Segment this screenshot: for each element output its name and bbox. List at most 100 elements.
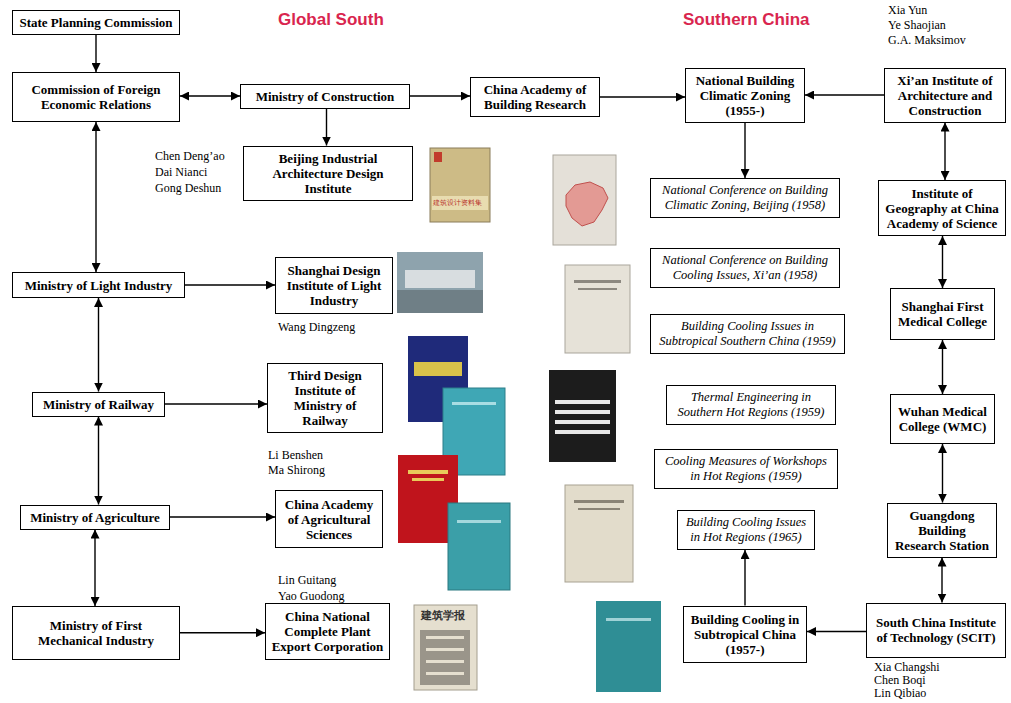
person-name: Lin Guitang bbox=[278, 574, 336, 587]
cover-stripe bbox=[555, 420, 610, 424]
text-line bbox=[408, 470, 448, 474]
box-text: China National Complete Plant Export Cor… bbox=[270, 609, 385, 654]
facade-line bbox=[426, 672, 464, 675]
event-box: Cooling Measures of Workshops in Hot Reg… bbox=[654, 449, 838, 489]
event-box: National Conference on Building Climatic… bbox=[650, 178, 840, 218]
box-text: National Conference on Building Cooling … bbox=[655, 253, 835, 283]
box-text: Ministry of Construction bbox=[256, 89, 395, 104]
china-map bbox=[566, 182, 608, 226]
box-text: Institute of Geography at China Academy … bbox=[883, 186, 1001, 231]
person-name: Chen Deng’ao bbox=[155, 150, 225, 163]
connector-arrow bbox=[170, 516, 275, 517]
institution-box: South China Institute of Technology (SCI… bbox=[866, 603, 1006, 658]
institution-box: China National Complete Plant Export Cor… bbox=[265, 603, 390, 660]
box-text: Ministry of Railway bbox=[43, 397, 154, 412]
connector-arrow bbox=[944, 123, 945, 181]
institution-box: Shanghai Design Institute of Light Indus… bbox=[275, 257, 393, 314]
person-name: Xia Yun bbox=[888, 4, 927, 17]
person-name: Ma Shirong bbox=[268, 464, 325, 477]
event-box: Thermal Engineering in Southern Hot Regi… bbox=[666, 385, 836, 425]
cover-stripe bbox=[555, 410, 610, 414]
person-name: G.A. Maksimov bbox=[888, 34, 966, 47]
connector-arrow bbox=[180, 632, 265, 633]
cover-d bbox=[565, 265, 630, 353]
box-text: National Building Climatic Zoning (1955-… bbox=[690, 73, 800, 118]
person-name: Yao Guodong bbox=[278, 590, 344, 603]
text-line bbox=[578, 288, 617, 290]
institution-box: Commission of Foreign Economic Relations bbox=[12, 72, 180, 122]
box-text: Wuhan Medical College (WMC) bbox=[895, 404, 990, 434]
connector-arrow bbox=[98, 298, 99, 392]
institution-box: Third Design Institute of Ministry of Ra… bbox=[267, 363, 383, 433]
box-text: Third Design Institute of Ministry of Ra… bbox=[272, 368, 378, 428]
box-text: China Academy of Agricultural Sciences bbox=[280, 497, 378, 542]
box-text: National Conference on Building Climatic… bbox=[655, 183, 835, 213]
box-text: Building Cooling Issues in Hot Regions (… bbox=[682, 515, 810, 545]
connector-arrow bbox=[600, 96, 685, 97]
text-line bbox=[578, 508, 620, 510]
connector-arrow bbox=[941, 558, 942, 603]
person-name: Chen Boqi bbox=[874, 674, 926, 687]
person-name: Ye Shaojian bbox=[888, 19, 946, 32]
connector-arrow bbox=[744, 123, 745, 179]
cover-stripe bbox=[555, 430, 610, 434]
institution-box: Beijing Industrial Architecture Design I… bbox=[243, 146, 413, 201]
connector-arrow bbox=[942, 444, 943, 503]
institution-box: Ministry of Light Industry bbox=[12, 272, 185, 298]
person-name: Xia Changshi bbox=[874, 661, 940, 674]
institution-box: Ministry of Agriculture bbox=[20, 505, 170, 530]
building-photo bbox=[420, 630, 470, 685]
connector-arrow bbox=[95, 35, 96, 73]
institution-box: China Academy of Building Research bbox=[470, 77, 600, 117]
person-name: Gong Deshun bbox=[155, 182, 221, 195]
cover-a bbox=[430, 148, 490, 222]
institution-box: Institute of Geography at China Academy … bbox=[878, 180, 1006, 236]
cover-c bbox=[397, 252, 483, 313]
connector-arrow bbox=[326, 109, 327, 146]
cover-i bbox=[448, 503, 510, 590]
cover-mark bbox=[434, 152, 442, 162]
person-name: Wang Dingzeng bbox=[278, 321, 355, 334]
cover-band bbox=[414, 362, 462, 376]
box-text: Commission of Foreign Economic Relations bbox=[17, 82, 175, 112]
box-text: Shanghai First Medical College bbox=[895, 299, 990, 329]
text-line bbox=[574, 280, 621, 283]
institution-box: Ministry of Construction bbox=[240, 84, 410, 109]
facade-line bbox=[426, 648, 464, 651]
connector-arrow bbox=[95, 122, 96, 272]
institution-box: Xi’an Institute of Architecture and Cons… bbox=[884, 68, 1006, 123]
institution-box: Guangdong Building Research Station bbox=[887, 503, 997, 558]
institution-box: State Planning Commission bbox=[12, 10, 180, 35]
box-text: Guangdong Building Research Station bbox=[892, 508, 992, 553]
box-text: Building Cooling Issues in Subtropical S… bbox=[655, 319, 840, 349]
text-line bbox=[606, 618, 651, 621]
connector-arrow bbox=[942, 236, 943, 288]
cover-j bbox=[565, 485, 633, 582]
cover-g bbox=[549, 370, 616, 462]
box-text: Xi’an Institute of Architecture and Cons… bbox=[889, 73, 1001, 118]
connector-arrow bbox=[98, 417, 99, 505]
box-text: Ministry of Agriculture bbox=[30, 510, 160, 525]
event-box: National Conference on Building Cooling … bbox=[650, 248, 840, 288]
cover-k bbox=[414, 605, 477, 690]
ground-photo bbox=[397, 290, 483, 313]
box-text: Ministry of First Mechanical Industry bbox=[17, 618, 175, 648]
connector-arrow bbox=[744, 550, 745, 606]
cover-title: 建筑学报 bbox=[421, 609, 465, 622]
event-box: Building Cooling Issues in Hot Regions (… bbox=[677, 510, 815, 550]
box-text: Beijing Industrial Architecture Design I… bbox=[248, 151, 408, 196]
text-line bbox=[574, 500, 624, 503]
person-name: Dai Nianci bbox=[155, 166, 207, 179]
cover-band bbox=[432, 196, 488, 210]
connector-arrow bbox=[180, 95, 240, 96]
facade-line bbox=[426, 660, 464, 663]
text-line bbox=[412, 478, 444, 481]
box-text: South China Institute of Technology (SCI… bbox=[871, 615, 1001, 645]
connector-arrow bbox=[942, 340, 943, 394]
box-text: State Planning Commission bbox=[19, 15, 172, 30]
institution-box: National Building Climatic Zoning (1955-… bbox=[685, 68, 805, 123]
institution-box: Building Cooling in Subtropical China (1… bbox=[683, 606, 807, 663]
text-line bbox=[457, 520, 501, 523]
box-text: Shanghai Design Institute of Light Indus… bbox=[280, 263, 388, 308]
building-photo bbox=[405, 270, 475, 288]
